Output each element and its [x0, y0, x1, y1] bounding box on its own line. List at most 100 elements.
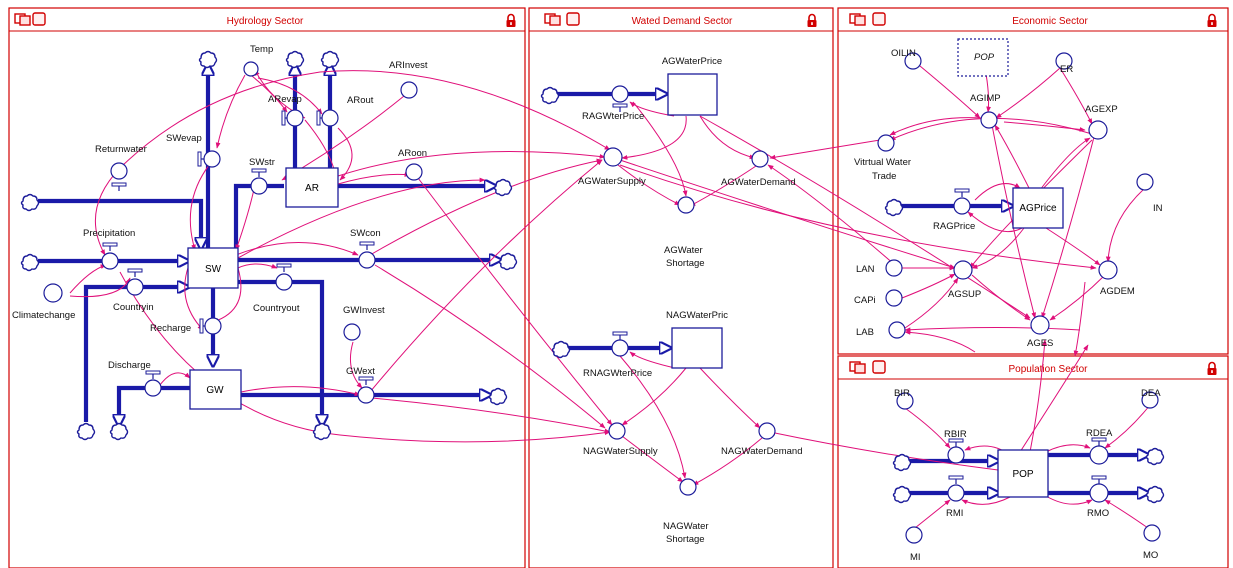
valve-swcon[interactable] — [359, 241, 375, 250]
cloud-icon[interactable] — [551, 340, 571, 359]
node-vwt[interactable] — [877, 134, 895, 152]
lock-icon[interactable] — [1207, 13, 1217, 28]
valve-countryout[interactable] — [276, 263, 292, 272]
sector-grid-icon[interactable] — [32, 12, 46, 26]
valve-rnagwterprice[interactable] — [612, 331, 628, 340]
sector-view-icon[interactable] — [14, 13, 31, 26]
node-rdea[interactable] — [1089, 445, 1109, 465]
node-bir[interactable] — [896, 392, 914, 410]
cloud-icon[interactable] — [76, 422, 96, 441]
node-nagwaterdemand[interactable] — [758, 422, 776, 440]
valve-precipitation[interactable] — [102, 242, 118, 251]
node-rbir[interactable] — [947, 446, 965, 464]
node-agwaterdemand[interactable] — [751, 150, 769, 168]
cloud-icon[interactable] — [884, 198, 904, 217]
node-arout[interactable] — [321, 109, 339, 127]
node-swcon[interactable] — [358, 251, 376, 269]
node-arevap[interactable] — [286, 109, 304, 127]
cloud-icon[interactable] — [1145, 485, 1165, 504]
stock-agprice[interactable]: AGPrice — [1012, 187, 1064, 229]
node-lab[interactable] — [888, 321, 906, 339]
node-ragprice[interactable] — [953, 197, 971, 215]
node-agwatersupply[interactable] — [603, 147, 623, 167]
cloud-icon[interactable] — [493, 178, 513, 197]
node-swevap[interactable] — [203, 150, 221, 168]
cloud-icon[interactable] — [20, 193, 40, 212]
valve-ragwterprice[interactable] — [612, 103, 628, 112]
node-temp[interactable] — [243, 61, 259, 77]
cloud-icon[interactable] — [109, 422, 129, 441]
node-climatechange[interactable] — [43, 283, 63, 303]
node-in[interactable] — [1136, 173, 1154, 191]
valve-swstr[interactable] — [251, 168, 267, 177]
stock-pop[interactable]: POP — [997, 449, 1049, 498]
cloud-icon[interactable] — [498, 252, 518, 271]
node-rmi[interactable] — [947, 484, 965, 502]
node-recharge[interactable] — [204, 317, 222, 335]
node-precipitation[interactable] — [101, 252, 119, 270]
cloud-icon[interactable] — [892, 453, 912, 472]
node-mi[interactable] — [905, 526, 923, 544]
node-discharge[interactable] — [144, 379, 162, 397]
node-gwinvest[interactable] — [343, 323, 361, 341]
lock-icon[interactable] — [807, 13, 817, 28]
valve-rmi[interactable] — [948, 475, 964, 484]
sector-grid-icon[interactable] — [872, 360, 886, 374]
node-capi[interactable] — [885, 289, 903, 307]
sector-grid-icon[interactable] — [566, 12, 580, 26]
stock-sw[interactable]: SW — [187, 247, 239, 289]
lock-icon[interactable] — [506, 13, 516, 28]
valve-ragprice[interactable] — [954, 188, 970, 197]
sector-view-icon[interactable] — [849, 361, 866, 374]
stock-gw[interactable]: GW — [189, 369, 242, 410]
node-countryout[interactable] — [275, 273, 293, 291]
node-pop-ghost[interactable] — [957, 38, 1009, 77]
node-agimp[interactable] — [980, 111, 998, 129]
lock-icon[interactable] — [1207, 361, 1217, 376]
sector-view-icon[interactable] — [849, 13, 866, 26]
cloud-icon[interactable] — [320, 50, 340, 69]
node-oilin[interactable] — [904, 52, 922, 70]
node-dea[interactable] — [1141, 391, 1159, 409]
node-ages[interactable] — [1030, 315, 1050, 335]
node-agsup[interactable] — [953, 260, 973, 280]
cloud-icon[interactable] — [1145, 447, 1165, 466]
sector-grid-icon[interactable] — [872, 12, 886, 26]
node-rnagwterprice[interactable] — [611, 339, 629, 357]
cloud-icon[interactable] — [540, 86, 560, 105]
hydrology-sector[interactable]: Hydrology Sector — [8, 7, 526, 568]
valve-rbir[interactable] — [948, 438, 964, 447]
population-sector[interactable]: Population Sector — [837, 355, 1229, 568]
cloud-icon[interactable] — [892, 485, 912, 504]
node-nagwater-shortage[interactable] — [679, 478, 697, 496]
node-aroon[interactable] — [405, 163, 423, 181]
node-lan[interactable] — [885, 259, 903, 277]
node-agexp[interactable] — [1088, 120, 1108, 140]
node-agwater-shortage[interactable] — [677, 196, 695, 214]
cloud-icon[interactable] — [198, 50, 218, 69]
valve-rdea[interactable] — [1091, 437, 1107, 446]
economic-sector[interactable]: Economic Sector — [837, 7, 1229, 355]
stock-nagwaterpric[interactable]: NAGWaterPric — [666, 310, 728, 369]
node-countryin[interactable] — [126, 278, 144, 296]
stock-agwaterprice[interactable]: AGWaterPrice — [662, 56, 722, 116]
node-ragwterprice[interactable] — [611, 85, 629, 103]
cloud-icon[interactable] — [488, 387, 508, 406]
cloud-icon[interactable] — [20, 253, 40, 272]
node-swstr[interactable] — [250, 177, 268, 195]
wated-demand-sector[interactable]: Wated Demand Sector — [528, 7, 834, 568]
node-rmo[interactable] — [1089, 483, 1109, 503]
stock-ar[interactable]: AR — [285, 167, 339, 208]
node-mo[interactable] — [1143, 524, 1161, 542]
node-agdem[interactable] — [1098, 260, 1118, 280]
valve-discharge[interactable] — [145, 370, 161, 379]
node-er[interactable] — [1055, 52, 1073, 70]
valve-gwext[interactable] — [358, 376, 374, 385]
valve-countryin[interactable] — [127, 268, 143, 277]
sector-view-icon[interactable] — [544, 13, 561, 26]
cloud-icon[interactable] — [285, 50, 305, 69]
node-returnwater[interactable] — [110, 162, 128, 180]
node-nagwatersupply[interactable] — [608, 422, 626, 440]
node-arinvest[interactable] — [400, 81, 418, 99]
node-gwext[interactable] — [357, 386, 375, 404]
